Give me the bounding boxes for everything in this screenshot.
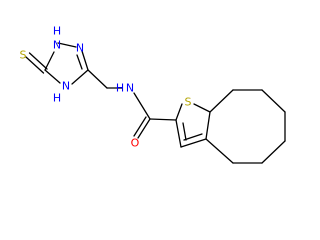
bond-n-amide-carbonyl [133,92,151,120]
atom-s-thione: S [20,49,27,62]
bond-triazole-n2-c3-a [81,50,89,71]
atom-h1-triazole: H [53,25,61,38]
molecule-structure: S N H N N H N H O S [20,25,286,164]
bond-carbonyl-thiophene [149,118,177,121]
bond-ring-c11-c12 [261,140,286,164]
bond-thiophene-c3-c2 [175,119,182,148]
bond-thiophene-c2-s [175,103,183,121]
atom-label-layer: S N H N N H N H O S [20,25,192,150]
bond-triazole-n1-n2 [57,42,77,48]
bond-carbonyl-o-a [137,118,151,139]
bond-thione-double-a [25,56,45,74]
bond-triazole-c3-n4 [71,69,89,85]
bond-triazole-n4-c5 [44,69,61,84]
bond-thiophene-c3a-c3-a [180,138,207,148]
bond-thiophene-s-c7a [193,103,211,113]
bond-thiophene-c3a-c3-b [183,133,203,141]
atom-s-thiophene: S [185,96,192,109]
bond-thiophene-c7a-c3a [205,111,211,140]
bond-c3-ch2 [87,69,108,89]
bond-thiophene-inner-double [182,122,187,141]
bond-ring-c9-c10 [261,89,286,113]
bond-thione-double-b [28,52,48,70]
bond-triazole-c5-n1 [44,51,55,71]
bond-ring-c7a-c8 [209,89,234,113]
atom-n-amide: N [126,82,134,95]
atom-h4-triazole: H [53,92,61,105]
atom-n4-triazole: N [62,80,70,93]
atom-h-amide: H [116,82,124,95]
bond-carbonyl-o-b [133,116,147,137]
atom-o-carbonyl: O [131,137,140,150]
bond-layer [25,42,286,164]
atom-n2-triazole: N [76,42,84,55]
bond-triazole-n2-c3-b [76,54,83,70]
bond-ring-c13-c3a [205,138,234,164]
atom-n1-triazole: N [53,39,61,52]
